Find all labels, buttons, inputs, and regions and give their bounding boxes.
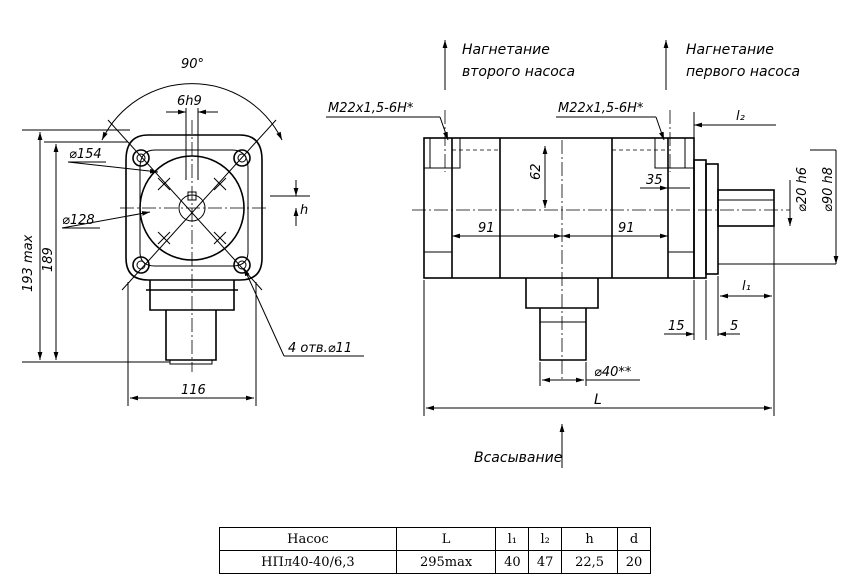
table-row: НПл40-40/6,3 295max 40 47 22,5 20	[219, 550, 651, 574]
label-suction: Всасывание	[474, 450, 562, 466]
label-dim-91-right: 91	[618, 221, 635, 236]
label-thread-left: M22x1,5-6H*	[328, 101, 414, 116]
label-dia-128: ⌀128	[62, 213, 95, 228]
label-angle-90: 90°	[181, 57, 204, 72]
cell-L: 295max	[395, 550, 497, 574]
drive-shaft	[717, 189, 775, 227]
label-6h9: 6h9	[177, 94, 202, 109]
header-l2: l₂	[528, 527, 563, 551]
label-dia-40: ⌀40**	[594, 365, 632, 380]
header-d: d	[617, 527, 651, 551]
label-dia-20: ⌀20 h6	[795, 167, 810, 212]
header-L: L	[395, 527, 497, 551]
label-dim-35: 35	[646, 173, 663, 188]
label-dim-91-left: 91	[478, 221, 495, 236]
label-l1: l₁	[742, 279, 751, 294]
pump-drawing: 90° 6h9 ⌀154 ⌀128 h 193 max 189 4 отв.⌀1…	[21, 40, 839, 468]
side-view: Нагнетание второго насоса Нагнетание пер…	[326, 40, 839, 468]
label-dim-62: 62	[529, 163, 544, 180]
label-h: h	[300, 203, 308, 218]
pump-body	[423, 137, 695, 279]
label-thread-right: M22x1,5-6H*	[558, 101, 644, 116]
label-height-189: 189	[41, 247, 56, 272]
label-delivery2-line2: второго насоса	[462, 64, 575, 80]
label-delivery2-line1: Нагнетание	[462, 42, 550, 58]
label-width-116: 116	[181, 383, 206, 398]
cell-h: 22,5	[561, 550, 619, 574]
mounting-holes	[132, 149, 251, 274]
spec-table: Насос L l₁ l₂ h d НПл40-40/6,3 295max 40…	[219, 527, 651, 574]
label-delivery1-line2: первого насоса	[686, 64, 800, 80]
label-delivery1-line1: Нагнетание	[686, 42, 774, 58]
header-h: h	[561, 527, 619, 551]
label-dim-5: 5	[730, 319, 738, 334]
label-holes: 4 отв.⌀11	[288, 341, 352, 356]
label-l2: l₂	[736, 109, 745, 124]
flange-outline	[125, 134, 263, 281]
label-height-193: 193 max	[21, 234, 36, 292]
table-header-row: Насос L l₁ l₂ h d	[219, 527, 651, 551]
label-dia-90: ⌀90 h8	[821, 167, 836, 212]
cell-l2: 47	[528, 550, 563, 574]
cell-d: 20	[617, 550, 651, 574]
end-view: 90° 6h9 ⌀154 ⌀128 h 193 max 189 4 отв.⌀1…	[21, 57, 364, 406]
label-L: L	[594, 392, 602, 408]
label-dim-15: 15	[668, 319, 685, 334]
cell-pump: НПл40-40/6,3	[219, 550, 397, 574]
header-l1: l₁	[495, 527, 530, 551]
cell-l1: 40	[495, 550, 530, 574]
header-pump: Насос	[219, 527, 397, 551]
label-dia-154: ⌀154	[69, 147, 102, 162]
